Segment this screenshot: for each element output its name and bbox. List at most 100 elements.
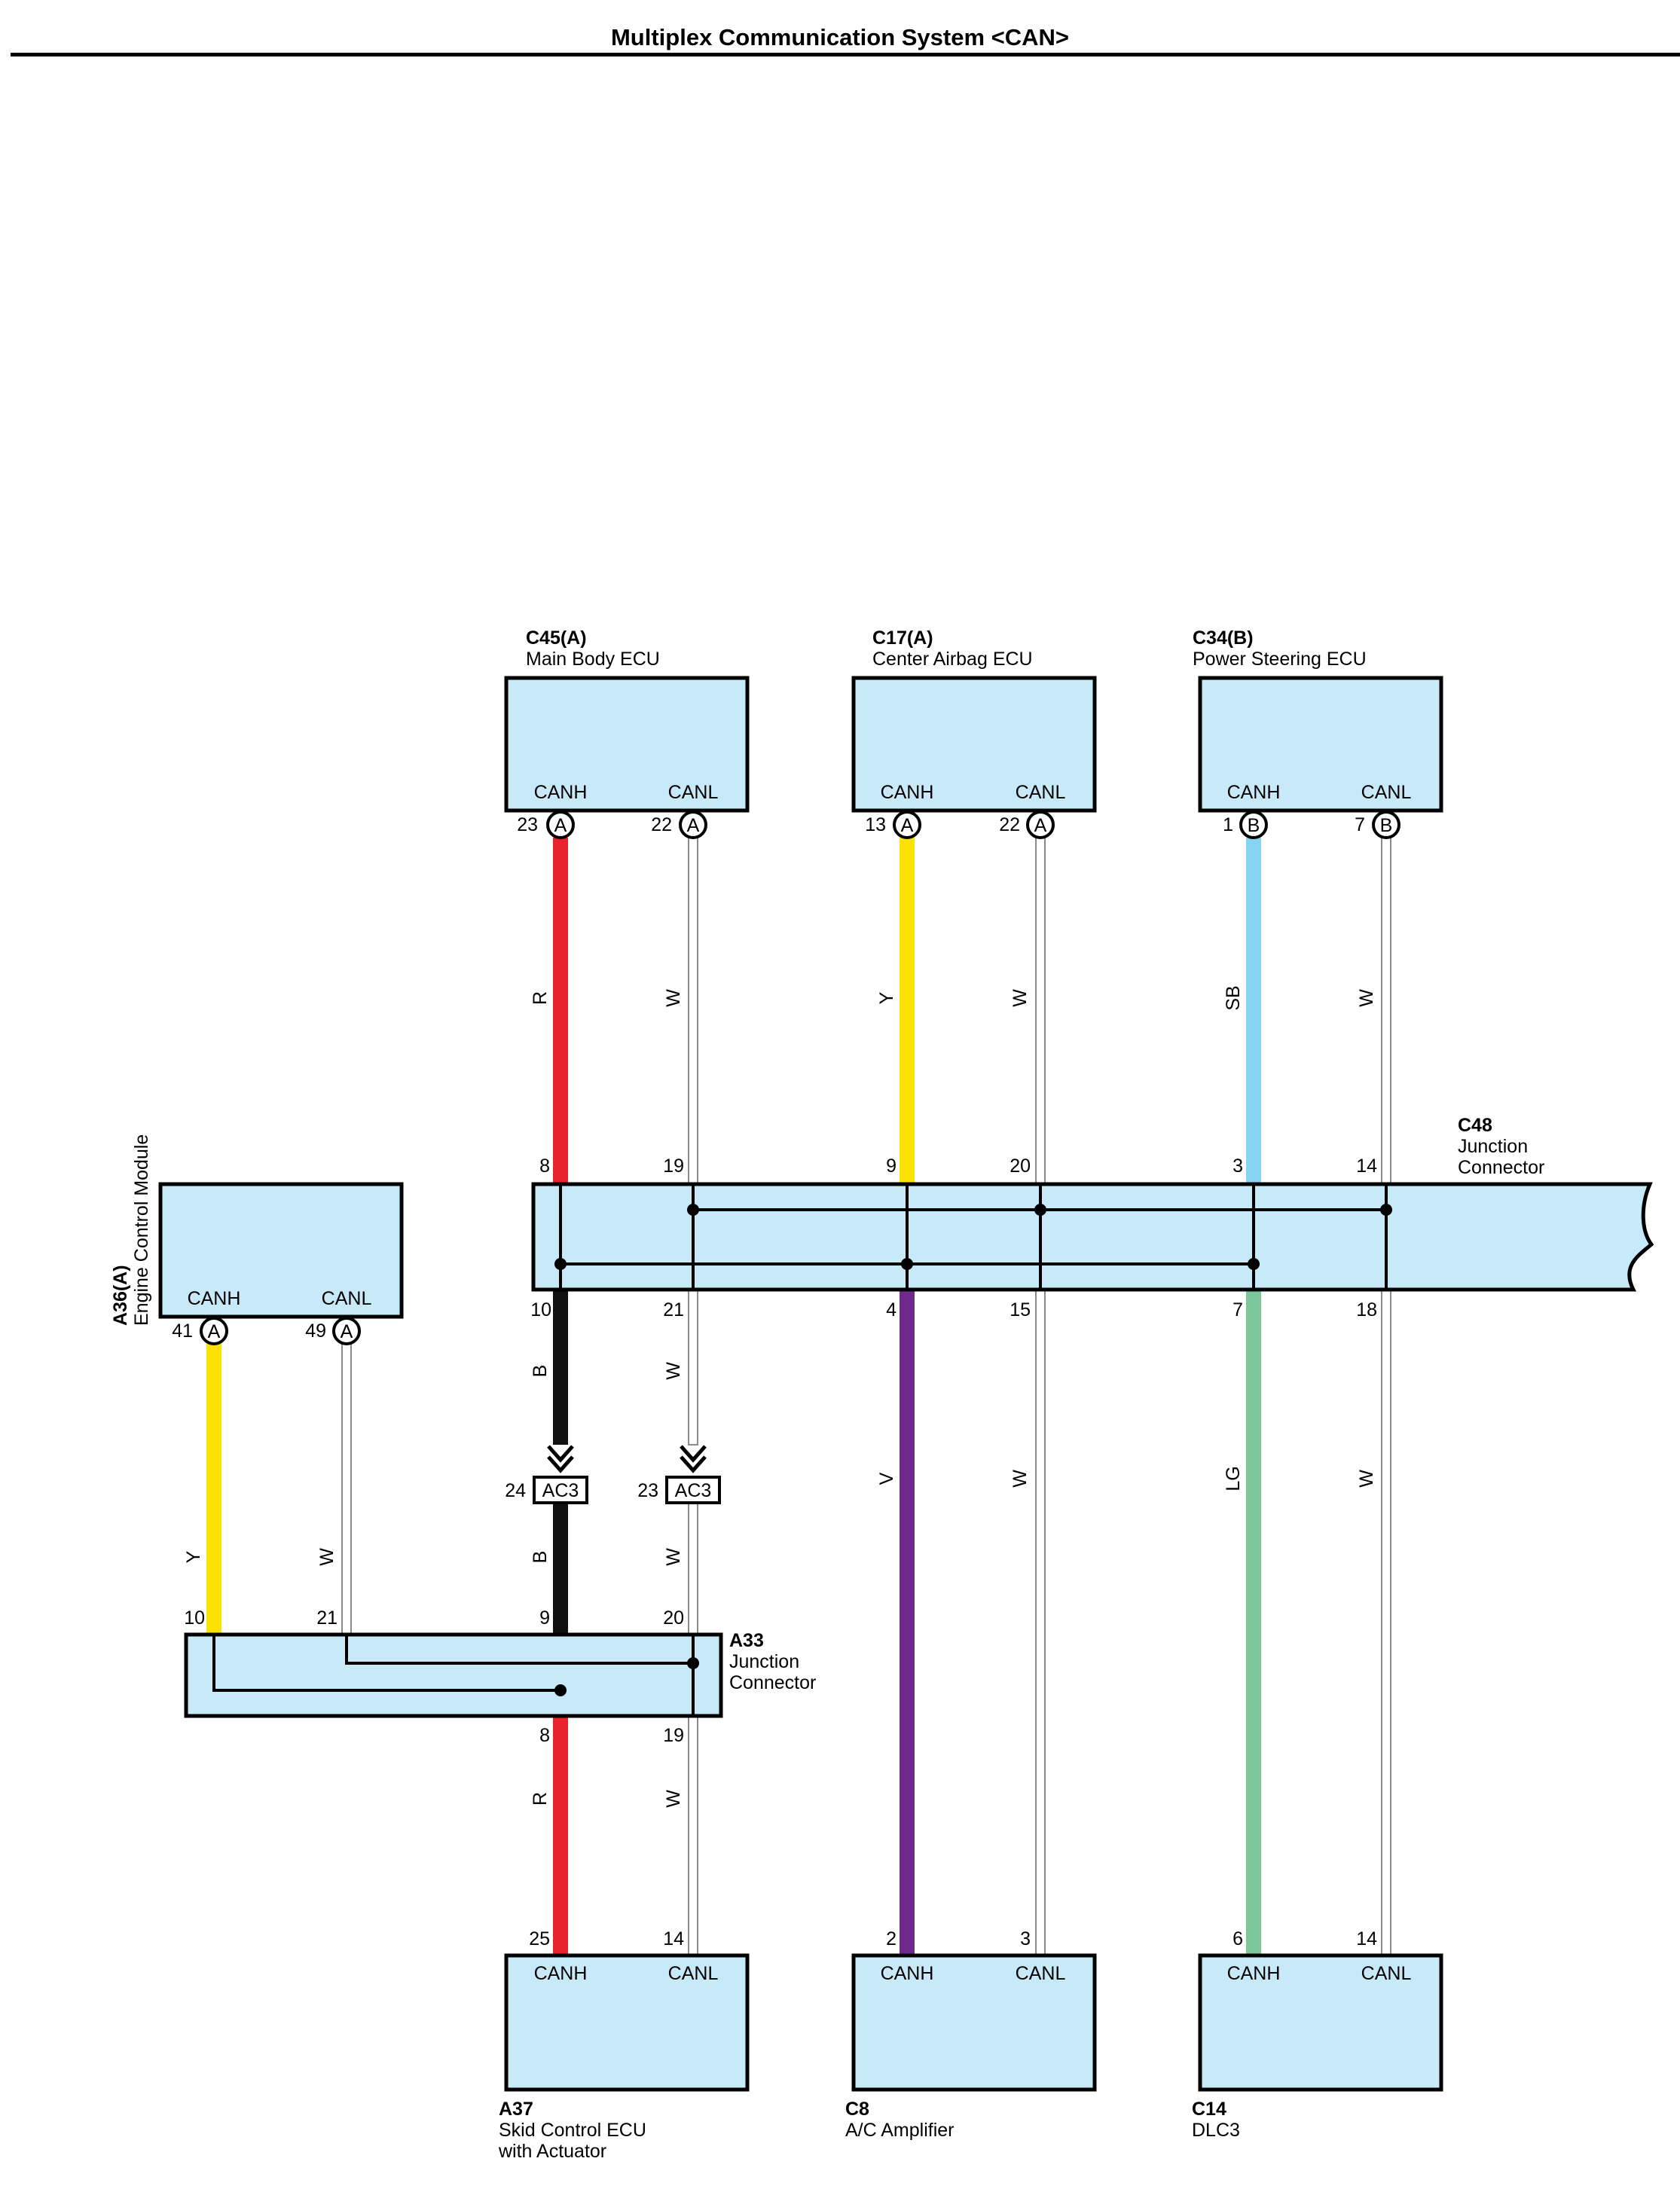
wire-c48-ac3-canl xyxy=(688,1289,698,1446)
pin-number: 23 xyxy=(637,1480,658,1501)
wire-color-label: W xyxy=(663,1362,684,1380)
component-name: Power Steering ECU xyxy=(1193,649,1367,670)
component-name: A/C Amplifier xyxy=(845,2120,954,2141)
canl-label: CANL xyxy=(668,782,719,803)
canh-label: CANH xyxy=(534,782,588,803)
pin-number: 15 xyxy=(1010,1299,1031,1320)
splice-point xyxy=(687,1204,699,1216)
wire-c34-canl xyxy=(1381,837,1391,1185)
splice-point xyxy=(901,1258,913,1270)
pin-number: 14 xyxy=(1356,1156,1377,1177)
pin-number: 9 xyxy=(886,1156,897,1177)
canh-label: CANH xyxy=(881,782,934,803)
canl-label: CANL xyxy=(1361,1963,1412,1984)
canh-label: CANH xyxy=(881,1963,934,1984)
pin-number: 41 xyxy=(172,1320,193,1342)
pin-number: 6 xyxy=(1233,1928,1243,1949)
connector-tag: A xyxy=(332,1317,361,1345)
splice-point xyxy=(554,1258,567,1270)
connector-tag: A xyxy=(200,1317,228,1345)
pin-number: 25 xyxy=(529,1928,550,1949)
wire-color-label: SB xyxy=(1223,985,1244,1010)
wires xyxy=(206,837,1391,1956)
svg-text:A: A xyxy=(208,1321,221,1342)
pin-number: 8 xyxy=(539,1156,550,1177)
pin-number: 14 xyxy=(663,1928,684,1949)
pin-number: 20 xyxy=(1010,1156,1031,1177)
svg-text:A: A xyxy=(901,815,914,836)
connector-tag: A xyxy=(1026,811,1055,839)
component-code: A37 xyxy=(499,2099,533,2120)
wire-color-label: R xyxy=(530,991,551,1005)
main-body-ecu: C45(A) Main Body ECU CANH CANL 23 22 A A xyxy=(504,627,750,839)
pin-number: 19 xyxy=(663,1725,684,1746)
junction-connector-c48: C48 Junction Connector 8 19 9 20 3 14 10… xyxy=(530,1115,1654,1320)
connector-tag: A xyxy=(893,811,921,839)
ac-amplifier: CANH CANL 2 3 C8 A/C Amplifier xyxy=(845,1928,1097,2141)
connector-tag: A xyxy=(679,811,707,839)
pin-number: 22 xyxy=(999,814,1020,835)
ecu-box xyxy=(851,1953,1097,2092)
wire-color-label: V xyxy=(876,1472,897,1485)
junction-connector-a33: A33 Junction Connector 10 21 9 20 8 19 xyxy=(184,1607,816,1746)
pin-number: 23 xyxy=(517,814,538,835)
connector-tag: B xyxy=(1372,811,1401,839)
splice-point xyxy=(1380,1204,1392,1216)
wire-color-label: W xyxy=(663,989,684,1007)
wire-color-label: Y xyxy=(876,991,897,1004)
pin-number: 18 xyxy=(1356,1299,1377,1320)
wire-ac3-a33-canl xyxy=(688,1502,698,1635)
wire-c45-canl xyxy=(688,837,698,1185)
ecu-box xyxy=(158,1182,404,1319)
pin-number: 8 xyxy=(539,1725,550,1746)
splice-point xyxy=(1248,1258,1260,1270)
pin-number: 49 xyxy=(305,1320,326,1342)
pin-number: 7 xyxy=(1355,814,1365,835)
svg-text:B: B xyxy=(1380,815,1393,836)
pin-number: 20 xyxy=(663,1607,684,1629)
pin-number: 10 xyxy=(184,1607,205,1629)
component-code: C17(A) xyxy=(872,627,933,649)
wire-labels: R W Y W SB W B W V W LG W Y W B W R W xyxy=(183,985,1377,1807)
wire-color-label: W xyxy=(1010,989,1031,1007)
canl-label: CANL xyxy=(1016,782,1066,803)
pin-number: 19 xyxy=(663,1156,684,1177)
component-name: Junction xyxy=(729,1651,799,1672)
connector-tag: A xyxy=(546,811,575,839)
svg-text:A: A xyxy=(687,815,700,836)
junction-body xyxy=(531,1182,1654,1292)
ecu-box xyxy=(504,676,750,813)
ecu-box xyxy=(851,676,1097,813)
component-name: with Actuator xyxy=(498,2141,606,2162)
wire-color-label: W xyxy=(1356,1470,1377,1488)
component-name: Connector xyxy=(729,1672,816,1693)
pin-number: 9 xyxy=(539,1607,550,1629)
ecu-box xyxy=(504,1953,750,2092)
component-name: Connector xyxy=(1458,1157,1544,1178)
pin-number: 22 xyxy=(651,814,672,835)
wire-color-label: LG xyxy=(1223,1466,1244,1491)
component-code: C8 xyxy=(845,2099,869,2120)
wire-color-label: B xyxy=(530,1365,551,1378)
pin-number: 24 xyxy=(505,1480,526,1501)
pin-number: 3 xyxy=(1233,1156,1243,1177)
wire-a36-canl xyxy=(341,1343,352,1635)
component-code: A36(A) xyxy=(110,1265,131,1326)
connector-code: AC3 xyxy=(675,1480,712,1501)
pin-number: 4 xyxy=(886,1299,897,1320)
center-airbag-ecu: C17(A) Center Airbag ECU CANH CANL 13 22… xyxy=(851,627,1097,839)
component-name: Center Airbag ECU xyxy=(872,649,1033,670)
connector-ac3: AC3 AC3 24 23 xyxy=(505,1445,721,1504)
wire-color-label: W xyxy=(316,1548,338,1566)
wire-color-label: R xyxy=(530,1792,551,1806)
canh-label: CANH xyxy=(534,1963,588,1984)
svg-text:A: A xyxy=(554,815,567,836)
wire-c14-canl xyxy=(1381,1289,1391,1956)
svg-text:A: A xyxy=(1034,815,1047,836)
pin-number: 10 xyxy=(530,1299,551,1320)
wire-c17-canl xyxy=(1035,837,1046,1185)
ecu-box xyxy=(1198,676,1443,813)
component-code: C48 xyxy=(1458,1115,1492,1136)
canl-label: CANL xyxy=(1016,1963,1066,1984)
